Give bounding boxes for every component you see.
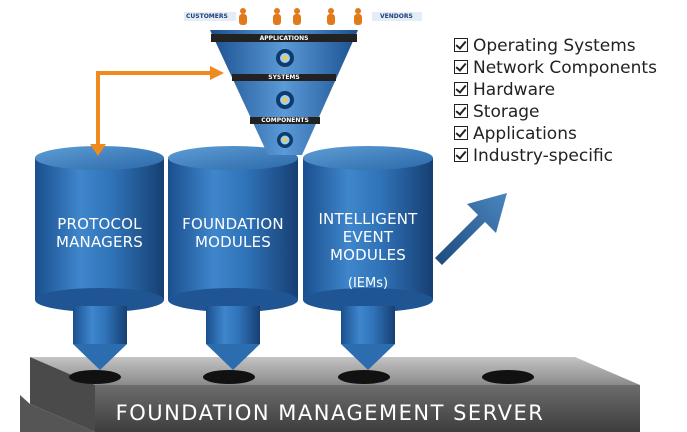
blue-diagonal-arrow bbox=[435, 193, 507, 265]
checklist-item: Industry-specific bbox=[454, 145, 657, 167]
cylinder-3-sub: (IEMs) bbox=[347, 276, 389, 291]
checkbox-icon bbox=[454, 148, 468, 162]
checklist-item: Applications bbox=[454, 123, 657, 145]
cylinder-3-line-3: MODULES bbox=[329, 246, 407, 264]
cylinder-2-line-1: FOUNDATION bbox=[182, 215, 284, 233]
server-platform bbox=[20, 357, 640, 432]
server-slot-2 bbox=[203, 370, 255, 384]
checklist-item: Storage bbox=[454, 101, 657, 123]
cylinder-protocol-managers bbox=[35, 146, 164, 370]
checkbox-icon bbox=[454, 60, 468, 74]
funnel bbox=[184, 12, 422, 155]
cylinder-1-line-1: PROTOCOL bbox=[57, 215, 142, 233]
cylinder-1-line-2: MANAGERS bbox=[55, 233, 144, 251]
checklist-item: Hardware bbox=[454, 79, 657, 101]
cylinder-1-label: PROTOCOL MANAGERS bbox=[37, 215, 162, 251]
cylinder-3-label: INTELLIGENT EVENT MODULES bbox=[305, 210, 431, 264]
checklist: Operating Systems Network Components Har… bbox=[454, 35, 657, 167]
checklist-item-label: Operating Systems bbox=[473, 36, 636, 56]
band-applications: APPLICATIONS bbox=[259, 35, 309, 42]
checklist-item: Network Components bbox=[454, 57, 657, 79]
server-slot-1 bbox=[69, 370, 121, 384]
server-slot-4 bbox=[482, 370, 534, 384]
cylinder-3-line-1: INTELLIGENT bbox=[318, 210, 418, 228]
cylinder-foundation-modules bbox=[168, 146, 298, 370]
checkbox-icon bbox=[454, 82, 468, 96]
cylinder-3-line-2: EVENT bbox=[342, 228, 394, 246]
server-label: FOUNDATION MANAGEMENT SERVER bbox=[115, 401, 545, 425]
cylinder-intelligent-event-modules bbox=[303, 146, 433, 370]
orange-arrow bbox=[90, 66, 224, 156]
cylinder-2-label: FOUNDATION MODULES bbox=[170, 215, 296, 251]
customers-label: CUSTOMERS bbox=[186, 13, 228, 20]
checkbox-icon bbox=[454, 104, 468, 118]
checklist-item-label: Applications bbox=[473, 124, 577, 144]
vendors-label: VENDORS bbox=[380, 13, 413, 20]
band-components: COMPONENTS bbox=[261, 117, 309, 124]
checklist-item-label: Hardware bbox=[473, 80, 556, 100]
server-slot-3 bbox=[338, 370, 390, 384]
checklist-item-label: Storage bbox=[473, 102, 540, 122]
checkbox-icon bbox=[454, 38, 468, 52]
band-systems: SYSTEMS bbox=[268, 74, 300, 81]
people-icons bbox=[239, 8, 362, 25]
cylinder-2-line-2: MODULES bbox=[194, 233, 272, 251]
checklist-item-label: Industry-specific bbox=[473, 146, 613, 166]
checklist-item-label: Network Components bbox=[473, 58, 657, 78]
checklist-item: Operating Systems bbox=[454, 35, 657, 57]
checkbox-icon bbox=[454, 126, 468, 140]
